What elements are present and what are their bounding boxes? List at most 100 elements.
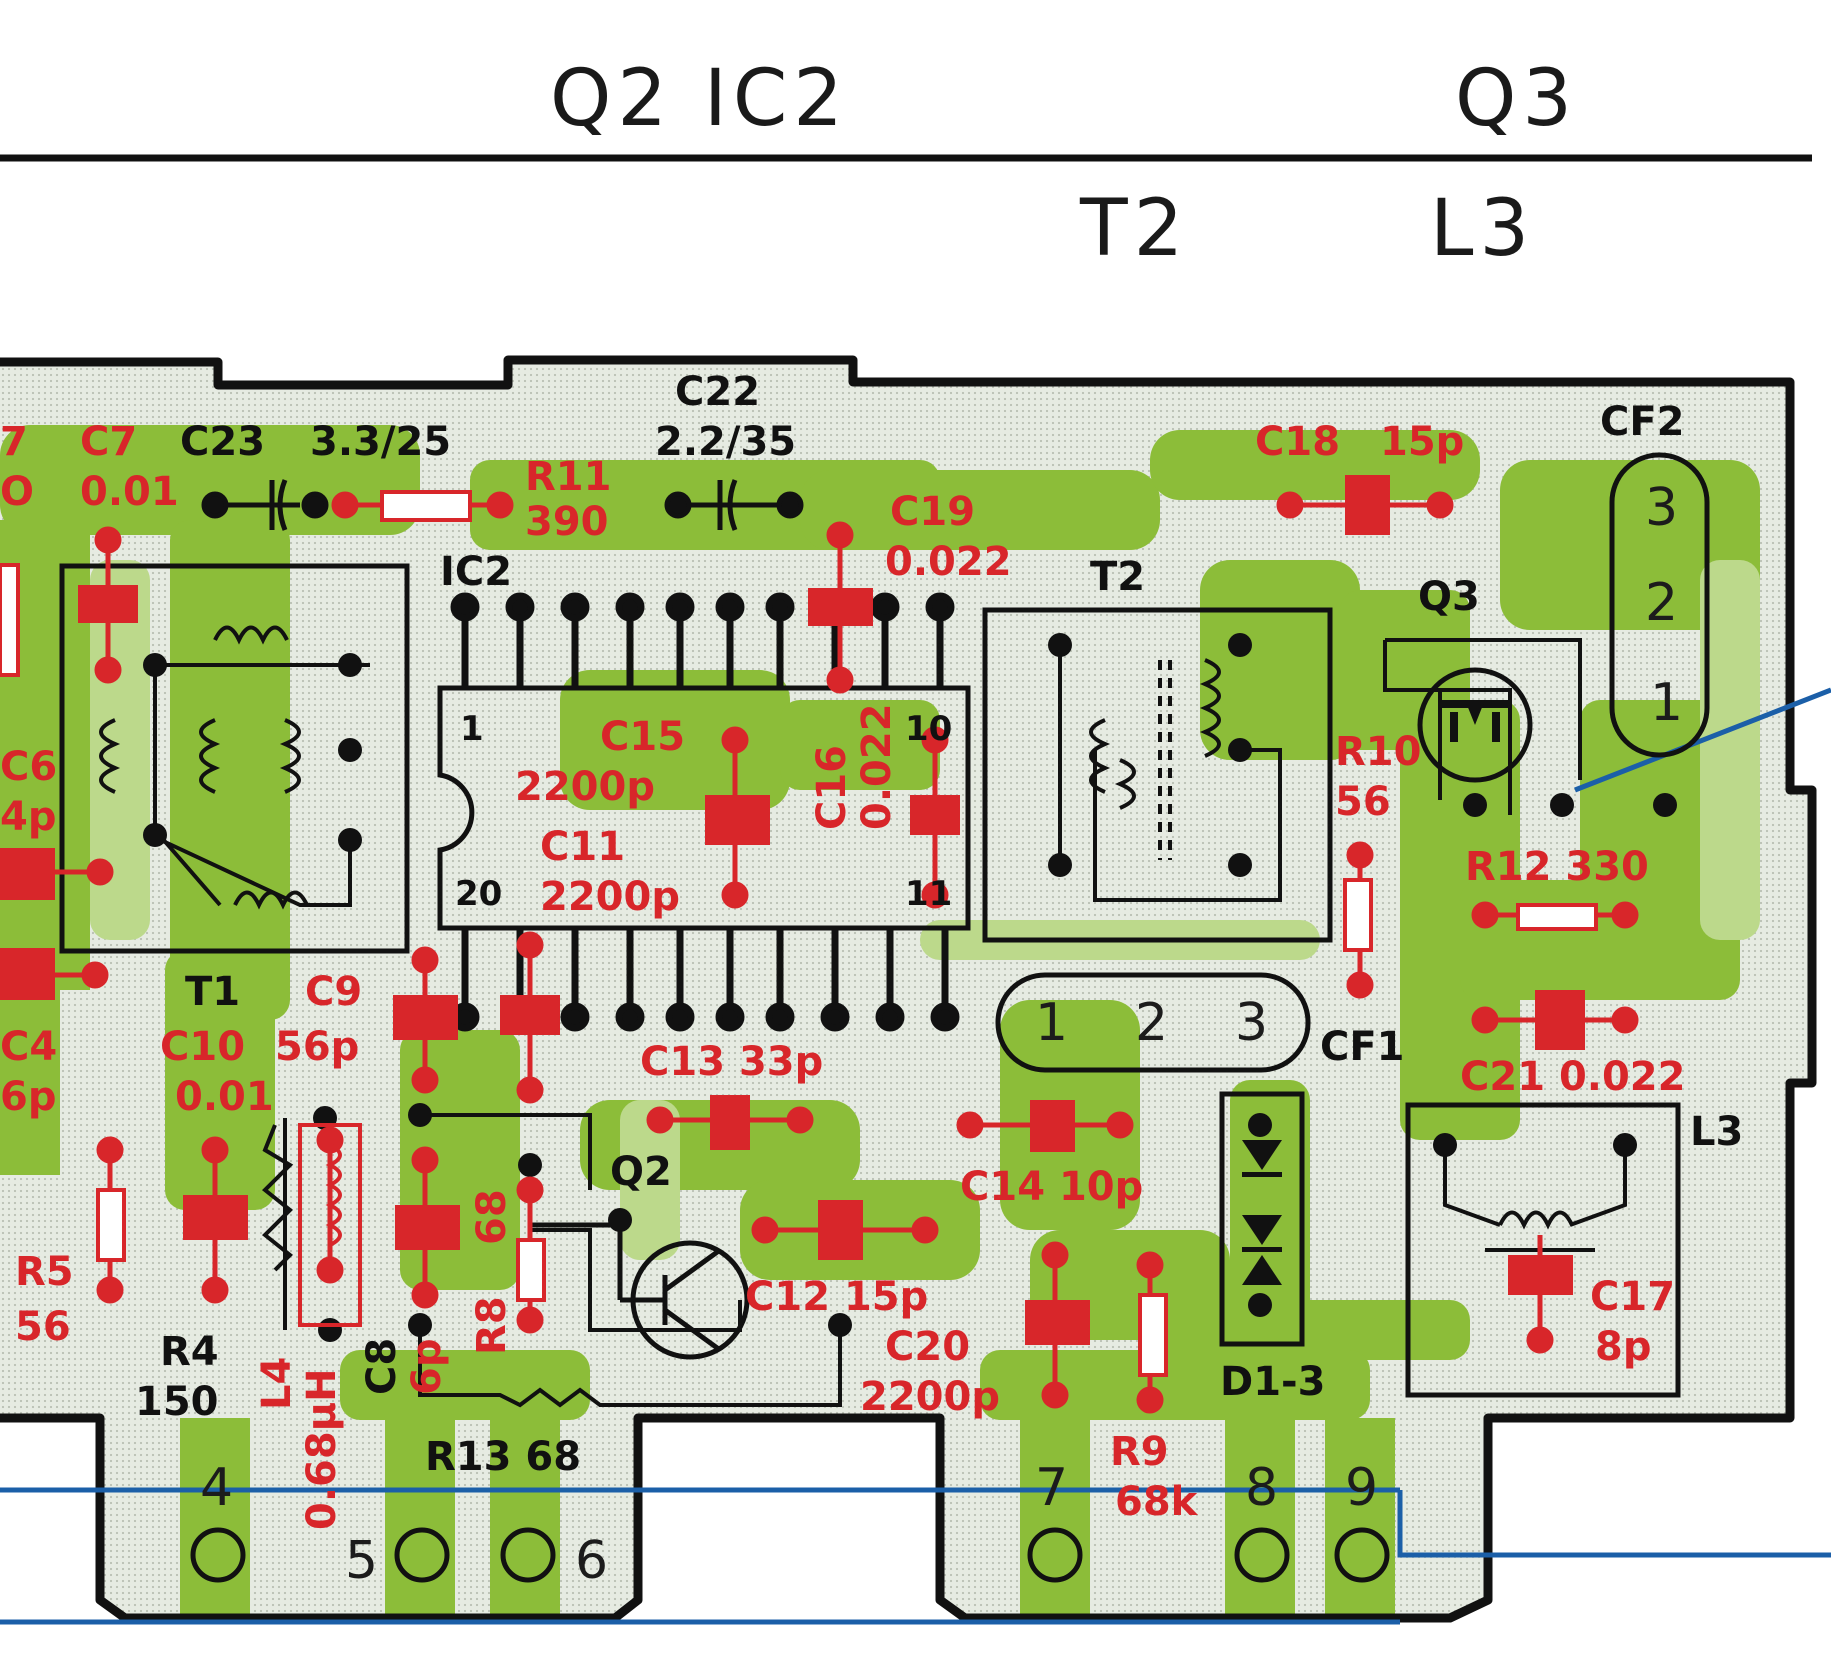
label-c4-fragment: C4 — [0, 1024, 57, 1070]
blue-wire-diagonal — [1574, 687, 1831, 793]
edge-pad-8-label: 8 — [1245, 1458, 1278, 1518]
edge-pad-8: 8 — [1234, 1458, 1290, 1583]
label-r4-value: 150 — [135, 1379, 219, 1425]
label-r5: R5 — [15, 1249, 74, 1295]
red-components — [0, 475, 1639, 1414]
ic2-bottom-pins — [450, 928, 960, 1032]
label-ic2-pin20: 20 — [455, 874, 502, 914]
d1-3-diode-outline — [1219, 1091, 1305, 1347]
label-r13: R13 68 — [425, 1434, 581, 1480]
q2-transistor-symbol — [530, 1222, 722, 1353]
q3-transistor-symbol — [1440, 700, 1510, 742]
cf2-pin1: 1 — [1650, 673, 1683, 733]
label-t1: T1 — [185, 969, 240, 1015]
red-pads — [81, 491, 1639, 1414]
label-r11-value: 390 — [525, 499, 609, 545]
t2-windings — [1058, 640, 1282, 902]
label-c22: C22 — [675, 369, 760, 415]
label-c18-value: 15p — [1380, 419, 1464, 465]
label-c8-value: 6p — [404, 1339, 450, 1395]
board-outline — [0, 355, 1817, 1623]
red-capacitor-bodies — [0, 475, 1585, 1345]
label-c9: C9 — [305, 969, 362, 1015]
edge-pad-4: 4 — [190, 1458, 246, 1583]
label-r9-value: 68k — [1115, 1479, 1199, 1525]
label-r12: R12 330 — [1465, 844, 1649, 890]
label-c15-value: 2200p — [515, 764, 655, 810]
t2-transformer-outline — [982, 607, 1333, 943]
d1-3-diodes — [1242, 1140, 1282, 1285]
t1-transformer-outline — [59, 563, 410, 954]
cf2-pin3: 3 — [1645, 478, 1678, 538]
l3-coil-outline — [1405, 1102, 1681, 1398]
cf2-pin2: 2 — [1645, 573, 1678, 633]
label-l4-value: 0.68μH — [299, 1368, 345, 1530]
label-r4: R4 — [160, 1329, 219, 1375]
label-c9-value: 56p — [275, 1024, 359, 1070]
edge-pad-9: 9 — [1334, 1458, 1390, 1583]
header-label-t2: T2 — [1079, 184, 1189, 274]
label-q2: Q2 — [610, 1149, 672, 1195]
label-c20: C20 — [885, 1324, 970, 1370]
electrolytic-capacitors — [201, 479, 804, 531]
edge-pad-7-label: 7 — [1035, 1458, 1068, 1518]
red-resistor-bodies — [0, 490, 1598, 1377]
label-c23: C23 — [180, 419, 265, 465]
label-r9: R9 — [1110, 1429, 1169, 1475]
label-ic2: IC2 — [440, 549, 512, 595]
label-r10-value: 56 — [1335, 779, 1391, 825]
edge-pad-5: 5 — [345, 1527, 450, 1591]
label-c17-value: 8p — [1595, 1324, 1651, 1370]
edge-pad-6-label: 6 — [575, 1531, 608, 1591]
label-c16: C16 — [809, 745, 855, 830]
blue-wire-right — [1397, 1490, 1831, 1558]
label-l4: L4 — [254, 1357, 300, 1410]
header-label-q2-ic2: Q2 IC2 — [550, 54, 849, 144]
label-c18: C18 — [1255, 419, 1340, 465]
label-r10: R10 — [1335, 729, 1421, 775]
header-label-l3: L3 — [1430, 184, 1535, 274]
label-cf1: CF1 — [1320, 1024, 1405, 1070]
label-c8: C8 — [359, 1338, 405, 1395]
label-c11: C11 — [540, 824, 625, 870]
cf1-pin3: 3 — [1235, 993, 1268, 1053]
edge-pad-7: 7 — [1027, 1458, 1083, 1583]
label-ic2-pin1: 1 — [460, 709, 484, 749]
component-outlines — [59, 452, 1710, 1398]
label-c17: C17 — [1590, 1274, 1675, 1320]
label-cf2: CF2 — [1600, 399, 1685, 445]
label-c10: C10 — [160, 1024, 245, 1070]
label-c6-value-fragment: 4p — [0, 794, 56, 840]
label-q3: Q3 — [1418, 574, 1480, 620]
label-c13: C13 33p — [640, 1039, 823, 1085]
label-c23-value: 3.3/25 — [310, 419, 451, 465]
label-c22-value: 2.2/35 — [655, 419, 796, 465]
header: Q2 IC2 Q3 T2 L3 — [0, 54, 1812, 274]
label-c21: C21 0.022 — [1460, 1054, 1685, 1100]
c7-left-fragment: 7 — [0, 419, 28, 465]
label-c10-value: 0.01 — [175, 1074, 274, 1120]
label-r8: R8 — [469, 1296, 515, 1355]
label-l3: L3 — [1690, 1109, 1743, 1155]
cf1-pin2: 2 — [1135, 993, 1168, 1053]
label-c20-value: 2200p — [860, 1374, 1000, 1420]
edge-pad-6: 6 — [500, 1527, 608, 1591]
label-d1-3: D1-3 — [1220, 1359, 1325, 1405]
header-label-q3: Q3 — [1455, 54, 1578, 144]
t1-windings — [99, 625, 370, 910]
cf1-filter-outline — [995, 972, 1311, 1073]
label-o-fragment: O — [0, 469, 34, 515]
label-c19-value: 0.022 — [885, 539, 1012, 585]
label-c14: C14 10p — [960, 1164, 1143, 1210]
label-c7: C7 — [80, 419, 137, 465]
edge-pad-9-label: 9 — [1345, 1458, 1378, 1518]
label-ic2-pin10: 10 — [905, 709, 952, 749]
edge-connector: 4 5 6 7 8 9 — [190, 1458, 1390, 1591]
blue-wires — [0, 687, 1831, 1625]
label-ic2-pin11: 11 — [905, 874, 952, 914]
label-r11: R11 — [525, 454, 611, 500]
label-c15: C15 — [600, 714, 685, 760]
label-r5-value: 56 — [15, 1304, 71, 1350]
c22-electrolytic — [664, 479, 804, 531]
